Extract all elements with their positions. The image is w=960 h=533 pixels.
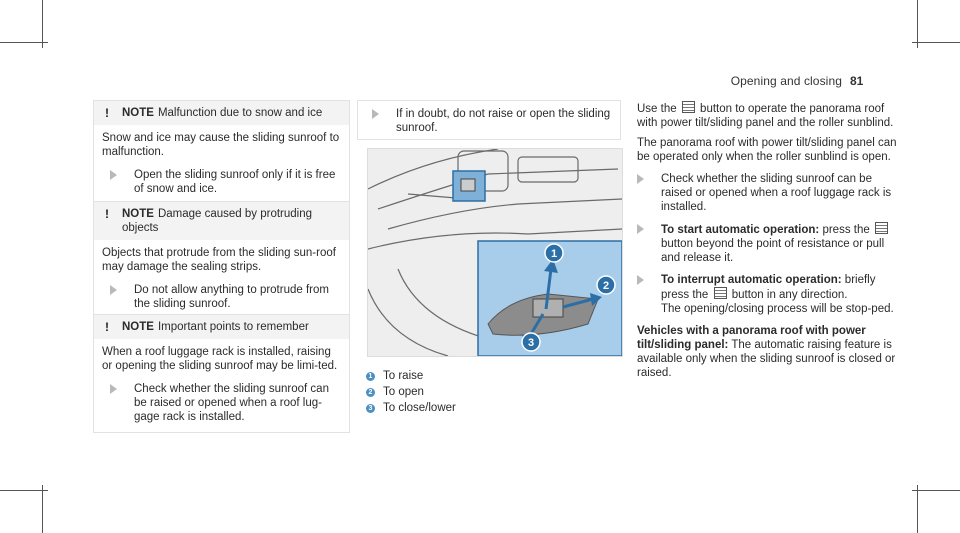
warning-icon bbox=[102, 106, 114, 120]
crop-mark bbox=[917, 0, 918, 48]
svg-text:3: 3 bbox=[528, 337, 534, 349]
legend-item: 3 To close/lower bbox=[366, 400, 456, 416]
legend-text: To close/lower bbox=[383, 402, 456, 414]
crop-mark bbox=[912, 490, 960, 491]
action-text: Open the sliding sunroof only if it is f… bbox=[134, 169, 336, 195]
action-arrow-icon bbox=[372, 109, 386, 119]
action-bullet: To interrupt automatic operation: briefl… bbox=[637, 273, 899, 316]
action-text: Do not allow anything to protrude from t… bbox=[134, 284, 329, 310]
action-arrow-icon bbox=[110, 170, 124, 180]
action-text: Check whether the sliding sunroof can be… bbox=[661, 173, 892, 213]
crop-mark bbox=[42, 0, 43, 48]
action-arrow-icon bbox=[637, 174, 651, 184]
svg-text:2: 2 bbox=[603, 280, 609, 292]
action-bullet: If in doubt, do not raise or open the sl… bbox=[358, 107, 620, 135]
roof-button-icon bbox=[681, 101, 695, 113]
intro-paragraph: Use the button to operate the panorama r… bbox=[637, 101, 894, 129]
callout-number: 2 bbox=[366, 387, 375, 397]
roof-button-icon bbox=[713, 287, 727, 299]
crop-mark bbox=[0, 42, 48, 43]
note-text: Objects that protrude from the sliding s… bbox=[102, 247, 336, 273]
crop-mark bbox=[917, 485, 918, 533]
action-bullet: Do not allow anything to protrude from t… bbox=[102, 283, 341, 311]
action-bullet: To start automatic operation: press the … bbox=[637, 222, 899, 265]
crop-mark bbox=[912, 42, 960, 43]
crop-mark bbox=[0, 490, 48, 491]
roof-button-icon bbox=[874, 222, 888, 234]
action-bullet: Open the sliding sunroof only if it is f… bbox=[102, 168, 341, 196]
action-arrow-icon bbox=[110, 285, 124, 295]
action-text: If in doubt, do not raise or open the sl… bbox=[396, 108, 611, 134]
warning-icon bbox=[102, 207, 114, 221]
section-title: Opening and closing bbox=[730, 74, 842, 88]
note-body: Snow and ice may cause the sliding sunro… bbox=[94, 125, 349, 204]
note-text: When a roof luggage rack is installed, r… bbox=[102, 346, 338, 372]
action-arrow-icon bbox=[637, 224, 651, 234]
sunroof-switch-illustration: 1 2 3 bbox=[367, 148, 623, 357]
note-body: When a roof luggage rack is installed, r… bbox=[94, 339, 349, 432]
doubt-box: If in doubt, do not raise or open the sl… bbox=[357, 100, 621, 140]
note-body: Objects that protrude from the sliding s… bbox=[94, 240, 349, 319]
action-text: To start automatic operation: press the … bbox=[661, 222, 899, 265]
note-text: Snow and ice may cause the sliding sunro… bbox=[102, 132, 340, 158]
legend-text: To raise bbox=[383, 370, 424, 382]
legend-item: 2 To open bbox=[366, 384, 456, 400]
action-arrow-icon bbox=[110, 384, 124, 394]
action-text: To interrupt automatic operation: briefl… bbox=[661, 274, 894, 315]
callout-number: 1 bbox=[366, 371, 375, 381]
action-bullet: Check whether the sliding sunroof can be… bbox=[102, 382, 341, 424]
action-bullet: Check whether the sliding sunroof can be… bbox=[637, 172, 899, 214]
roller-paragraph: The panorama roof with power tilt/slidin… bbox=[637, 137, 897, 163]
legend-text: To open bbox=[383, 386, 424, 398]
vehicles-paragraph: Vehicles with a panorama roof with power… bbox=[637, 325, 896, 379]
callout-number: 3 bbox=[366, 403, 375, 413]
overhead-control-drawing: 1 2 3 bbox=[368, 149, 622, 356]
action-arrow-icon bbox=[637, 275, 651, 285]
legend: 1 To raise 2 To open 3 To close/lower bbox=[366, 368, 456, 416]
page-number: 81 bbox=[850, 74, 864, 88]
action-text: Check whether the sliding sunroof can be… bbox=[134, 383, 329, 423]
warning-icon bbox=[102, 320, 114, 334]
legend-item: 1 To raise bbox=[366, 368, 456, 384]
crop-mark bbox=[42, 485, 43, 533]
instructions-column: Use the button to operate the panorama r… bbox=[637, 101, 899, 386]
svg-text:1: 1 bbox=[551, 248, 557, 260]
